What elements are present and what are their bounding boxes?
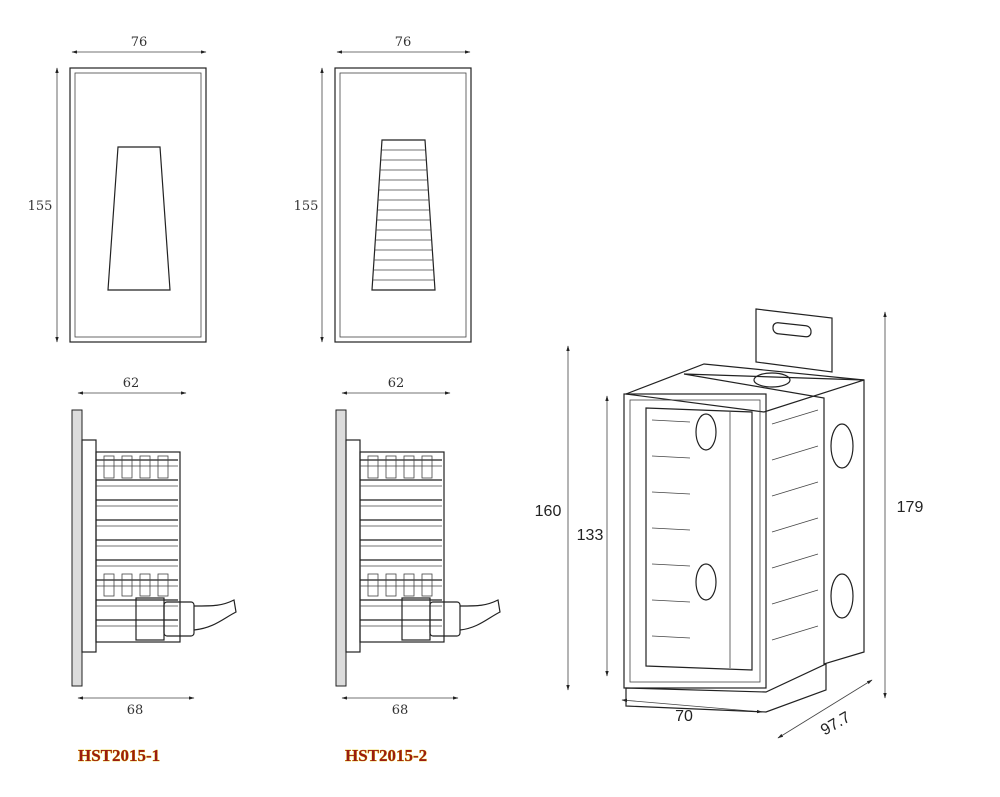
fin-clip-bottom [403,573,415,597]
hst2-side-view: 62 68 [335,376,501,718]
box-ribs [651,409,819,641]
fin-clip-top [385,455,397,479]
box-rib-left [651,599,691,603]
box-height-total-label: 179 [897,499,924,516]
fin-clip-bottom [103,573,115,597]
hst2-side-flange [345,439,361,653]
box-rib-right [771,445,819,461]
box-rib-left [651,527,691,531]
box-tab-slot [772,322,812,338]
hst1-side-flange [81,439,97,653]
box-base-plate [625,663,827,713]
box-rib-right [771,589,819,605]
box-rib-right [771,409,819,425]
box-rib-left [651,419,691,423]
fin-clip-top [367,455,379,479]
box-top-panel [625,363,865,413]
hst1-side-depth-label: 62 [123,376,140,391]
fin-clip-top [139,455,151,479]
mounting-box-view: 160 133 179 70 97.7 [535,308,924,739]
hst2-front-width-label: 76 [395,35,412,50]
model-label-hst2015-2: HST2015-2 [345,746,427,765]
box-side-knockout-lower [830,573,854,619]
box-depth-label: 97.7 [818,709,854,739]
hst1-side-body [95,451,181,643]
hst2-faceplate-outer [334,67,472,343]
box-rib-right [771,481,819,497]
hst2-side-faceplate [335,409,347,687]
fin-clip-top [403,455,415,479]
box-right-panel [683,373,865,665]
hst1-side-base-label: 68 [127,703,144,718]
hst2-side-depth-label: 62 [388,376,405,391]
fin-clip-top [121,455,133,479]
hst1-faceplate-inner [74,72,202,338]
box-width-dimline [621,698,763,714]
box-depth-dimline [777,679,873,739]
box-top-knockout [753,372,791,388]
hst2-cable-gland [429,601,461,637]
hst1-front-height-label: 155 [28,199,53,214]
hst1-side-view: 62 68 [71,376,237,718]
hst1-gland-body [135,597,165,641]
fin-clip-bottom [157,573,169,597]
box-height-inner-label: 133 [577,527,604,544]
box-inner-knockout-upper [695,413,717,451]
box-height-outer-label: 160 [535,503,562,520]
box-front-frame-outer [623,393,767,689]
box-rib-right [771,625,819,641]
fin-clip-bottom [121,573,133,597]
fin-clip-bottom [421,573,433,597]
hst2-gland-body [401,597,431,641]
hst2-faceplate-inner [339,72,467,338]
fin-clip-top [103,455,115,479]
box-rib-left [651,635,691,639]
box-interior-back [645,407,753,671]
hst2-cable [459,599,501,631]
hst2-side-base-label: 68 [392,703,409,718]
hst1-front-view: 76 155 [28,35,207,343]
box-rib-right [771,553,819,569]
hst1-faceplate-outer [69,67,207,343]
hst2-louvre-window [371,139,436,291]
hst1-cable-gland [163,601,195,637]
fin-clip-top [157,455,169,479]
box-rib-left [651,455,691,459]
box-rib-left [651,491,691,495]
hst1-light-window [107,146,171,291]
box-front-frame-inner [629,399,761,683]
hst2-front-height-label: 155 [294,199,319,214]
hst1-cable [193,599,237,631]
hst2-front-view: 76 155 [294,35,472,343]
box-mounting-tab [755,308,833,373]
box-inner-knockout-lower [695,563,717,601]
fin-clip-top [421,455,433,479]
box-side-knockout-upper [830,423,854,469]
fin-clip-bottom [139,573,151,597]
hst1-side-faceplate [71,409,83,687]
box-rib-right [771,517,819,533]
box-rib-left [651,563,691,567]
hst1-side-fins [96,455,178,627]
fin-clip-bottom [367,573,379,597]
hst1-front-width-label: 76 [131,35,148,50]
hst2-side-body [359,451,445,643]
box-width-label: 70 [675,708,693,725]
fin-clip-bottom [385,573,397,597]
hst2-louvres [372,149,435,281]
hst2-side-fins [360,455,442,627]
model-label-hst2015-1: HST2015-1 [78,746,160,765]
